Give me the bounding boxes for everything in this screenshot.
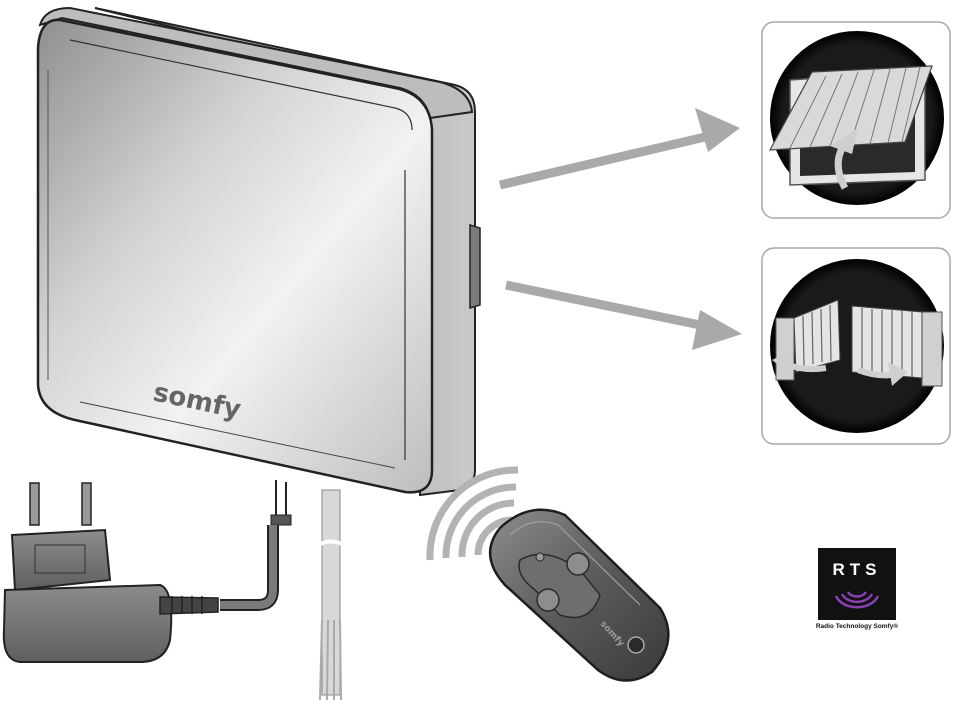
power-cable <box>220 480 292 611</box>
rts-logo-box: RTS <box>818 548 896 620</box>
garage-door-panel <box>761 21 951 219</box>
arrow-to-gate <box>505 280 742 350</box>
radio-waves <box>426 466 519 561</box>
arrow-to-garage <box>498 108 740 190</box>
rts-wave-icon <box>834 591 880 609</box>
swing-gate-icon <box>772 299 943 387</box>
wire-bundle <box>317 489 345 701</box>
power-adapter <box>2 482 219 663</box>
rts-logo: RTS Radio Technology Somfy® <box>815 548 899 646</box>
gate-panel <box>761 247 951 445</box>
rts-letters: RTS <box>832 560 882 579</box>
rts-caption: Radio Technology Somfy® <box>815 623 899 630</box>
remote-control: somfy <box>488 508 670 682</box>
receiver-box: somfy <box>36 6 481 497</box>
garage-door-icon <box>768 65 933 190</box>
